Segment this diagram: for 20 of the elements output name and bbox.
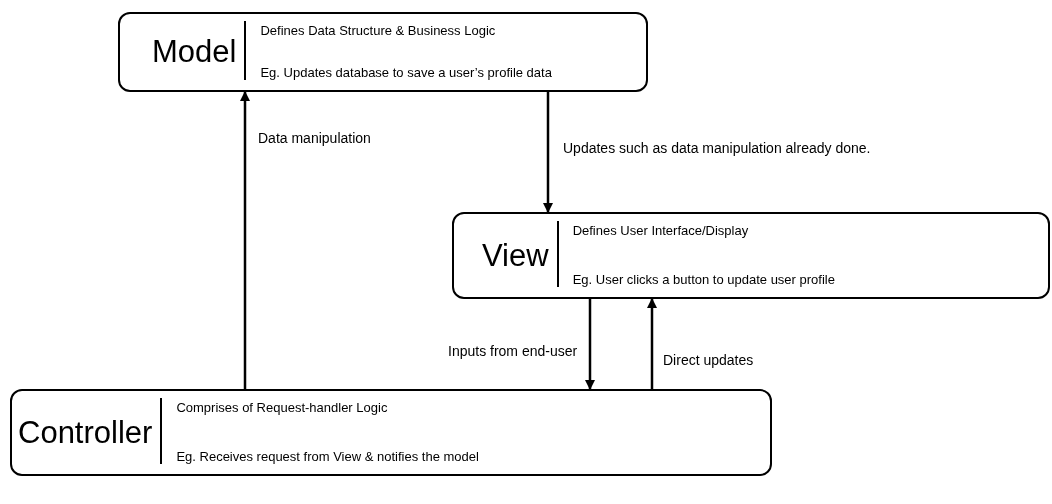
edge-label: Updates such as data manipulation already done. (563, 140, 871, 156)
arrow (647, 298, 657, 389)
component-description: Eg. User clicks a button to update user profile (572, 272, 835, 287)
component-title: Controller (18, 414, 154, 451)
component-title: Model (152, 34, 238, 70)
edge-label: Direct updates (663, 352, 754, 368)
edge-label: Inputs from end-user (448, 343, 578, 359)
component-box (10, 389, 772, 476)
arrow (240, 91, 250, 389)
component-description: Comprises of Request-handler Logic (176, 400, 389, 415)
component-description: Eg. Receives request from View & notifies the model (176, 449, 479, 464)
component-box (452, 212, 1050, 299)
component-title: View (482, 237, 550, 274)
arrow (543, 92, 553, 213)
arrow (585, 299, 595, 390)
component-box (118, 12, 648, 92)
component-description: Eg. Updates database to save a user’s profile data (260, 65, 552, 80)
component-description: Defines Data Structure & Business Logic (260, 23, 497, 38)
edge-label: Data manipulation (258, 130, 371, 146)
component-description: Defines User Interface/Display (572, 223, 750, 238)
